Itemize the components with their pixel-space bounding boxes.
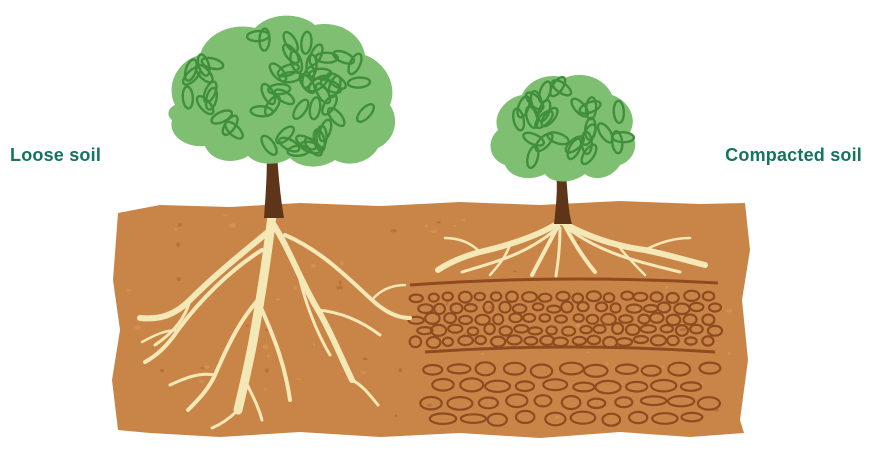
- soil-speck: [198, 380, 204, 382]
- soil-speck: [296, 378, 301, 380]
- soil-block: [112, 201, 750, 438]
- soil-speck: [135, 326, 141, 330]
- soil-speck: [605, 362, 608, 365]
- soil-speck: [576, 324, 581, 327]
- soil-speck: [362, 358, 368, 360]
- soil-speck: [229, 223, 236, 228]
- soil-speck: [160, 369, 164, 372]
- soil-speck: [265, 368, 269, 372]
- soil-speck: [204, 365, 209, 369]
- soil-speck: [339, 280, 342, 284]
- soil-speck: [127, 289, 132, 292]
- soil-speck: [481, 353, 485, 355]
- soil-speck: [340, 261, 343, 265]
- soil-speck: [662, 365, 664, 368]
- soil-speck: [267, 355, 270, 358]
- soil-speck: [223, 214, 228, 216]
- soil-speck: [634, 309, 638, 311]
- soil-speck: [336, 286, 343, 290]
- soil-speck: [726, 309, 732, 312]
- soil-speck: [399, 368, 403, 372]
- soil-speck: [513, 270, 517, 272]
- soil-speck: [680, 328, 687, 332]
- soil-speck: [313, 343, 315, 346]
- right-tree-canopy: [491, 75, 636, 182]
- soil-speck: [587, 351, 590, 353]
- soil-speck: [555, 416, 560, 419]
- soil-speck: [178, 223, 182, 227]
- soil-speck: [390, 229, 397, 232]
- soil-speck: [176, 243, 180, 247]
- soil-speck: [276, 298, 281, 301]
- soil-speck: [437, 221, 441, 223]
- soil-speck: [431, 230, 437, 233]
- soil-speck: [245, 325, 249, 327]
- soil-speck: [452, 225, 456, 227]
- soil-speck: [427, 404, 432, 407]
- soil-speck: [395, 414, 398, 417]
- soil-speck: [462, 219, 466, 222]
- soil-speck: [361, 371, 367, 374]
- soil-speck: [177, 277, 181, 281]
- soil-speck: [262, 345, 268, 349]
- compacted-soil-label: Compacted soil: [725, 145, 862, 166]
- soil-speck: [446, 301, 449, 305]
- soil-speck: [311, 264, 316, 267]
- soil-speck: [174, 228, 177, 231]
- soil-speck: [665, 286, 668, 288]
- soil-speck: [294, 286, 297, 290]
- soil-speck: [728, 352, 731, 356]
- soil-speck: [264, 389, 267, 391]
- loose-soil-label: Loose soil: [10, 145, 101, 166]
- soil-speck: [425, 224, 428, 227]
